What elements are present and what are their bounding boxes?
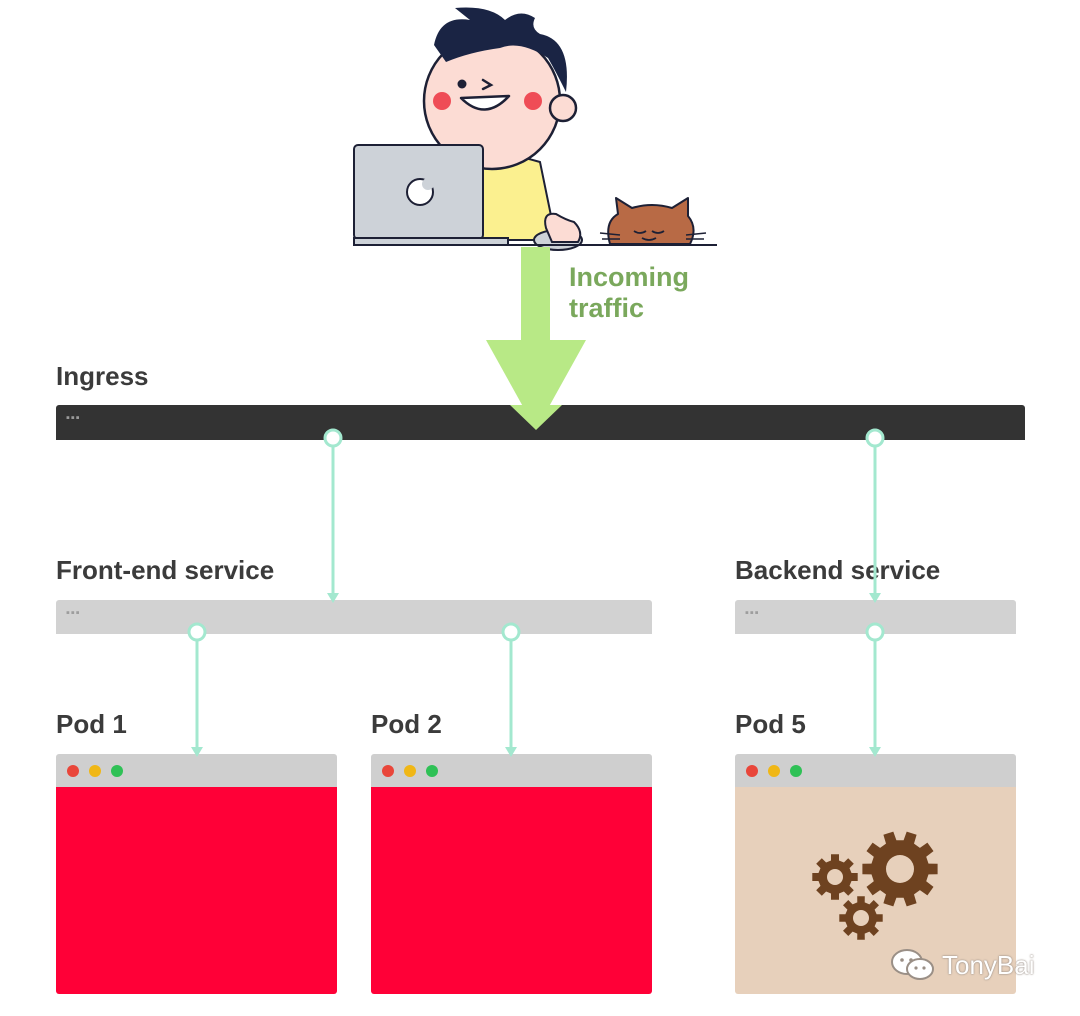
connector-node [867,430,883,446]
connector-node [867,624,883,640]
connector-node [189,624,205,640]
connector-node [503,624,519,640]
connector-node [325,430,341,446]
